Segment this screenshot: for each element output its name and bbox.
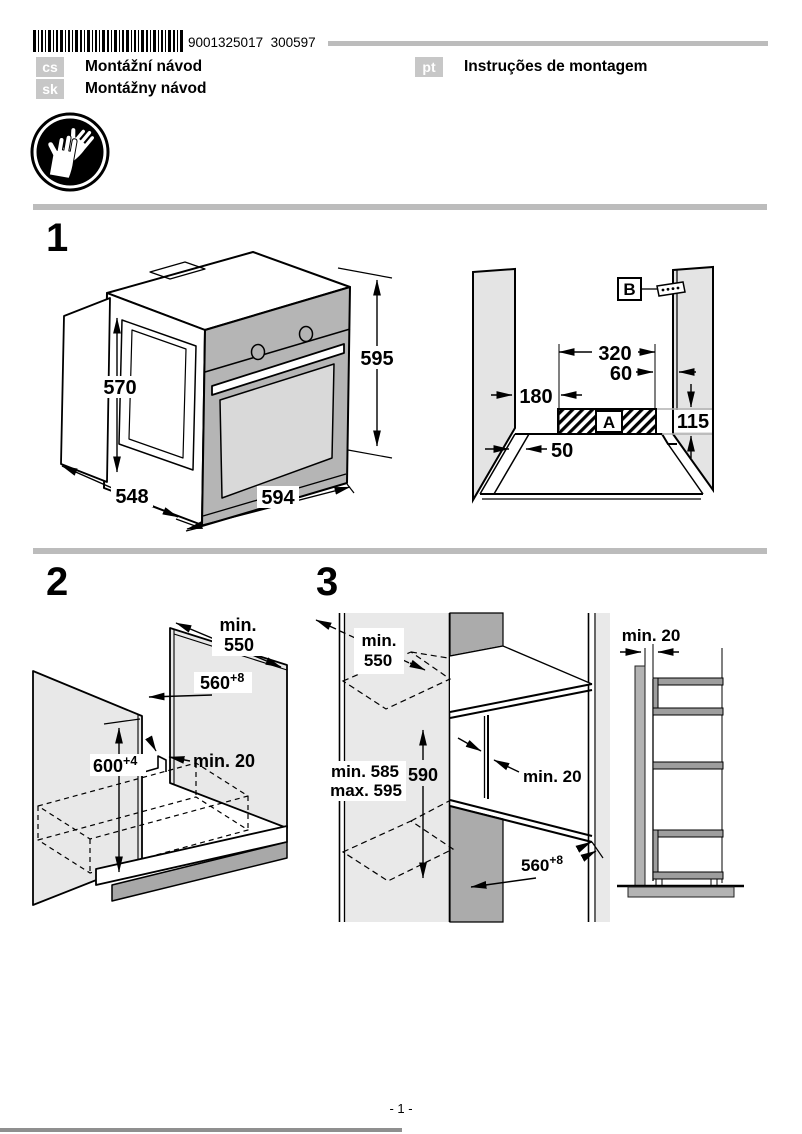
language-code-cs: cs — [36, 57, 64, 77]
oven-inner-height-label: 570 — [103, 377, 136, 399]
wall-gap-label: min. 20 — [622, 626, 681, 645]
tall-depth-value-label: 550 — [364, 651, 392, 670]
header-rule — [328, 41, 768, 46]
tall-cabinet-diagram: min. 550 590 min. 585 max. 595 min. 20 5… — [315, 612, 610, 923]
cabinet-height-label: 600+4 — [93, 754, 137, 776]
cabinet-depth-min-label: min. — [219, 615, 256, 635]
section-3-number: 3 — [316, 560, 339, 604]
niche-front-offset-label: 50 — [551, 440, 573, 462]
tall-rear-gap-label: min. 20 — [523, 767, 582, 786]
niche-diagram: A B 320 60 180 115 — [472, 265, 714, 504]
niche-strip-height-label: 115 — [677, 411, 709, 433]
tall-niche-height-label: 590 — [408, 765, 438, 785]
adjacent-wall — [634, 665, 646, 887]
niche-left-depth-label: 180 — [519, 386, 552, 408]
cabinet-rear-gap-label: min. 20 — [193, 751, 255, 771]
language-row-pt: pt Instruções de montagem — [415, 57, 647, 77]
protective-gloves-icon — [30, 112, 110, 192]
mounting-rail — [656, 281, 686, 297]
divider-middle — [33, 548, 767, 554]
section-1-number: 1 — [46, 216, 69, 260]
bottom-crop-mark — [0, 1128, 402, 1132]
language-title-cs: Montážní návod — [85, 58, 203, 75]
bracket-b-label: B — [623, 280, 635, 299]
language-title-sk: Montážny návod — [85, 80, 207, 97]
page-number: - 1 - — [389, 1101, 413, 1116]
barcode-image — [33, 30, 183, 52]
tall-cutout-width-label: 560+8 — [521, 853, 563, 875]
niche-back-width-label: 320 — [598, 343, 631, 365]
language-row-sk: sk Montážny návod — [36, 79, 206, 99]
area-a-label: A — [603, 413, 615, 432]
oven-depth-label: 548 — [115, 486, 148, 508]
cabinet-depth-value-label: 550 — [224, 635, 254, 655]
tall-niche-min-label: min. 585 — [331, 762, 399, 781]
floor — [627, 886, 735, 898]
oven-dimensions-diagram: 570 595 548 594 — [60, 251, 398, 532]
language-row-cs: cs Montážní návod — [36, 57, 202, 77]
section-2-number: 2 — [46, 560, 69, 604]
language-code-pt: pt — [415, 57, 443, 77]
tall-depth-min-label: min. — [362, 631, 397, 650]
oven-outer-height-label: 595 — [360, 348, 393, 370]
side-clearance-diagram: min. 20 — [617, 626, 744, 898]
divider-top — [33, 204, 767, 210]
cabinet-width-label: 560+8 — [200, 671, 244, 693]
language-code-sk: sk — [36, 79, 64, 99]
base-cabinet-diagram: min. 550 560+8 600+4 min. 20 — [32, 614, 288, 906]
oven-width-label: 594 — [261, 487, 295, 509]
barcode-number: 9001325017 300597 — [188, 35, 316, 50]
tall-niche-max-label: max. 595 — [330, 781, 402, 800]
niche-side-offset-label: 60 — [610, 363, 632, 385]
language-title-pt: Instruções de montagem — [464, 58, 648, 75]
